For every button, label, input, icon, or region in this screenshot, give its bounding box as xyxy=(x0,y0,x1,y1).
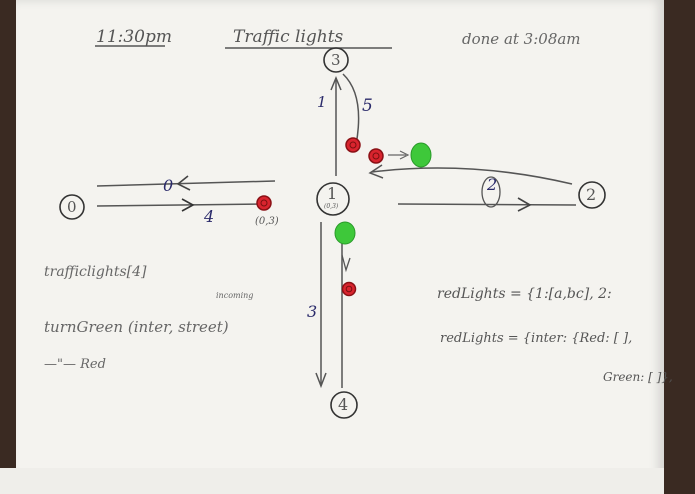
page-title: Traffic lights xyxy=(233,27,344,47)
road-number-1: 1 xyxy=(317,93,327,111)
paper-bottom-strip xyxy=(0,468,695,494)
red-light-2 xyxy=(345,137,361,153)
road-number-0: 0 xyxy=(163,176,174,195)
note-func-annot: incoming xyxy=(216,291,254,300)
road-2-1-top xyxy=(371,167,573,185)
road-0-1-top xyxy=(96,180,276,187)
node-0-label: 0 xyxy=(67,198,77,216)
road-number-5: 5 xyxy=(362,96,373,116)
red-light-4 xyxy=(341,281,357,297)
note-red-lights-1: redLights = {1:[a,bc], 2: xyxy=(437,286,612,302)
time-start: 11:30pm xyxy=(96,27,172,47)
red-light-3 xyxy=(368,148,384,164)
node-1-circle xyxy=(316,182,350,216)
road-number-4: 4 xyxy=(204,207,215,226)
road-1-2-bottom xyxy=(397,203,577,206)
node-1-label: 1 xyxy=(327,184,338,203)
green-light-1 xyxy=(410,142,432,168)
done-note: done at 3:08am xyxy=(462,30,581,48)
red-light-1 xyxy=(256,195,272,211)
road-2-label-circle xyxy=(481,176,501,208)
road-0-1-bottom xyxy=(96,203,266,207)
green-light-2 xyxy=(334,221,356,245)
node-1-sub: (0,3) xyxy=(324,203,339,210)
node-2-label: 2 xyxy=(586,185,597,204)
desk-edge xyxy=(664,0,695,494)
node-3-circle xyxy=(323,47,349,73)
road-3-1-curve xyxy=(342,73,360,146)
coordinate-note: (0,3) xyxy=(255,216,279,227)
note-red-ditto: —"— Red xyxy=(44,357,106,372)
road-number-3: 3 xyxy=(307,302,318,321)
note-turn-green: turnGreen (inter, street) xyxy=(44,318,229,336)
node-3-label: 3 xyxy=(331,51,341,69)
node-4-circle xyxy=(330,391,358,419)
node-0-circle xyxy=(59,194,85,220)
node-4-label: 4 xyxy=(338,395,349,414)
note-green: Green: [ ]}, xyxy=(603,370,673,384)
node-2-circle xyxy=(578,181,606,209)
note-red-lights-2: redLights = {inter: {Red: [ ], xyxy=(440,331,633,346)
paper-sheet xyxy=(16,0,664,494)
note-traffic-array: trafficlights[4] xyxy=(44,264,147,280)
road-number-2: 2 xyxy=(487,175,498,194)
